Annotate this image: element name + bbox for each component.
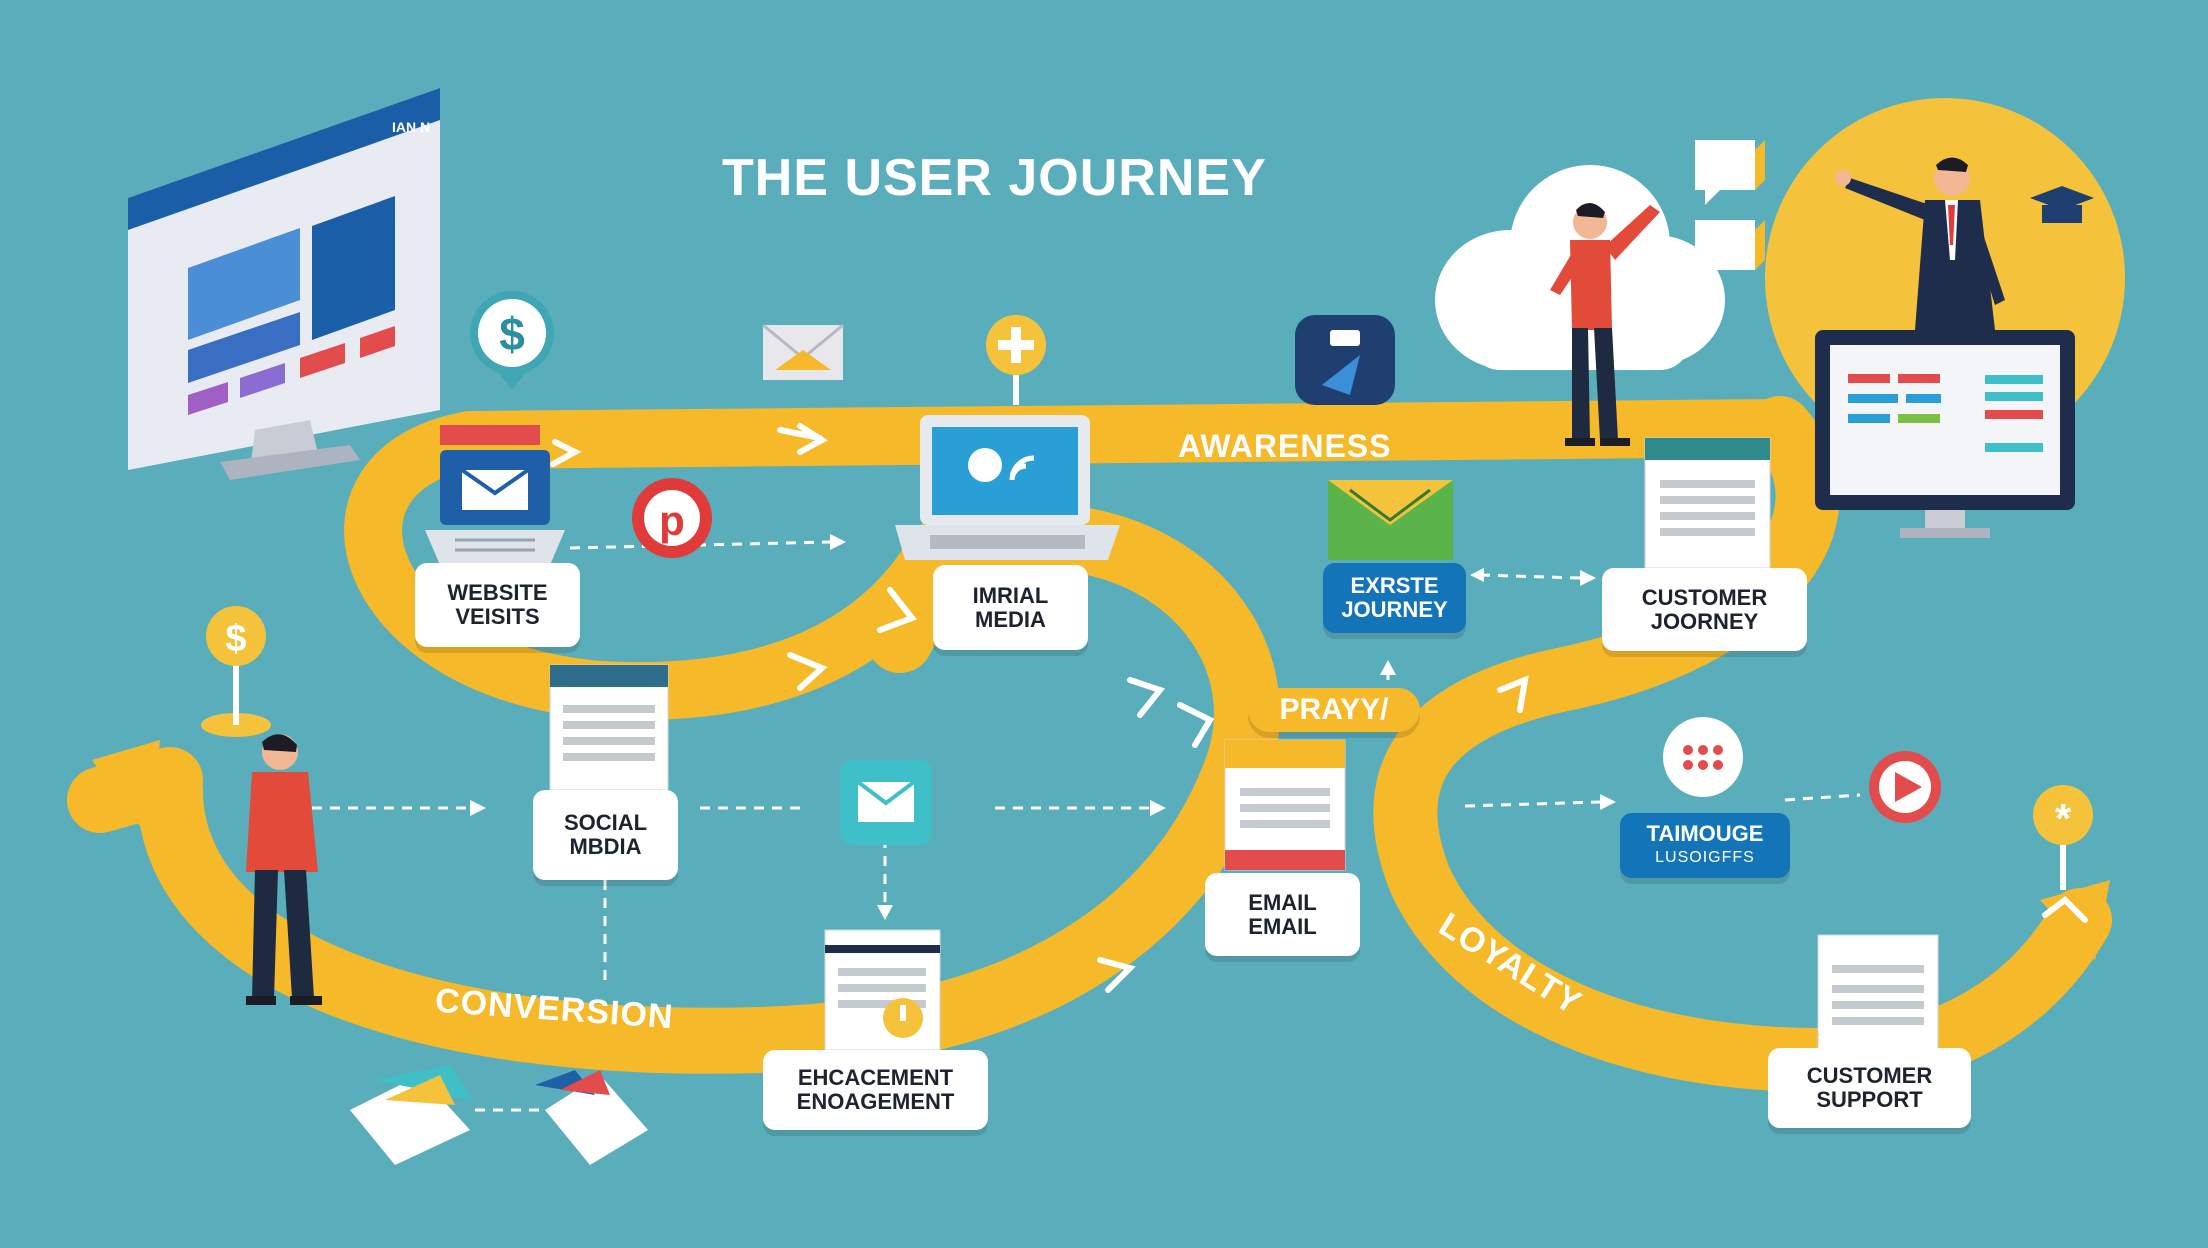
monitor-header-text: IAN N — [392, 119, 430, 135]
play-icon — [1869, 751, 1941, 823]
svg-text:$: $ — [499, 308, 525, 360]
node-text: EMAIL — [1248, 913, 1317, 939]
mail-tile-icon — [840, 760, 932, 845]
person-icon — [246, 734, 322, 1005]
node-text: ENOAGEMENT — [796, 1089, 955, 1114]
app-tile-icon — [1295, 315, 1395, 405]
node-prayy: PRAYY/ — [1248, 688, 1420, 732]
envelope-icon — [762, 323, 844, 380]
open-envelope-icon-1 — [350, 1065, 472, 1165]
node-email: EMAIL EMAIL — [1205, 873, 1360, 956]
website-monitor: IAN N — [128, 88, 440, 480]
pinterest-icon: p — [632, 478, 712, 558]
laptop-icon — [895, 415, 1120, 560]
document-icon-customer-journey — [1644, 437, 1771, 569]
node-text: EXRSTE — [1350, 573, 1439, 598]
presenter-icon — [1835, 157, 2005, 330]
node-website-visits: WEBSITE VEISITS — [415, 563, 580, 647]
star-pin-icon: * — [2033, 785, 2093, 890]
awareness-path — [441, 399, 1809, 469]
graduation-cap-icon — [2030, 186, 2094, 223]
svg-text:*: * — [2055, 795, 2072, 842]
journey-path — [67, 396, 2112, 1092]
node-text: MEDIA — [975, 606, 1046, 632]
node-text: WEBSITE — [447, 580, 548, 605]
end-arrowhead — [2040, 880, 2110, 960]
diagram-title: THE USER JOURNEY — [722, 149, 1267, 207]
node-text: MBDIA — [569, 834, 642, 859]
document-icon-email — [1224, 739, 1346, 871]
chat-dots-icon — [1663, 717, 1743, 797]
node-social-media: SOCIAL MBDIA — [533, 790, 678, 880]
dollar-icon: $ — [470, 291, 554, 390]
node-text: JOORNEY — [1650, 608, 1759, 634]
node-customer-support: CUSTOMER SUPPORT — [1768, 1048, 1971, 1128]
node-text: VEISITS — [455, 604, 540, 629]
path-chevrons — [550, 423, 2088, 993]
node-text: PRAYY/ — [1279, 693, 1389, 726]
node-text: TAIMOUGE — [1646, 820, 1764, 846]
open-envelope-icon-2 — [535, 1070, 648, 1165]
start-arrowhead — [92, 740, 160, 840]
dollar-pin-icon: $ — [201, 606, 271, 737]
dashboard-monitor — [1815, 330, 2075, 538]
mail-laptop-icon — [425, 425, 565, 565]
document-icon-social-media — [549, 664, 669, 791]
node-text: CUSTOMER — [1806, 1063, 1933, 1088]
svg-text:$: $ — [225, 618, 246, 660]
awareness-label: AWARENESS — [1178, 428, 1392, 464]
node-subtext: LUSOIGFFS — [1655, 848, 1755, 866]
connector-arrowheads — [470, 534, 1616, 920]
node-text: CUSTOMER — [1641, 584, 1768, 610]
person-cloud-icon — [1550, 202, 1660, 446]
speech-bubble-icon — [1695, 140, 1765, 270]
node-text: JOURNEY — [1341, 597, 1448, 622]
node-customer-journey: CUSTOMER JOORNEY — [1602, 568, 1807, 651]
node-imrial-media: IMRIAL MEDIA — [933, 565, 1088, 650]
green-envelope-icon — [1328, 480, 1453, 560]
node-text: SUPPORT — [1816, 1087, 1923, 1112]
document-icon-customer-support — [1817, 934, 1939, 1061]
svg-text:p: p — [659, 497, 685, 544]
node-exrste-journey: EXRSTE JOURNEY — [1323, 563, 1466, 633]
node-text: SOCIAL — [563, 810, 648, 835]
node-text: EMAIL — [1248, 889, 1317, 915]
node-text: IMRIAL — [972, 582, 1049, 608]
node-engagement: EHCACEMENT ENOAGEMENT — [763, 1050, 988, 1130]
node-taimouge: TAIMOUGE LUSOIGFFS — [1620, 813, 1790, 878]
document-icon-engagement — [824, 929, 941, 1051]
plus-pin-icon — [986, 315, 1046, 405]
node-text: EHCACEMENT — [797, 1065, 954, 1090]
